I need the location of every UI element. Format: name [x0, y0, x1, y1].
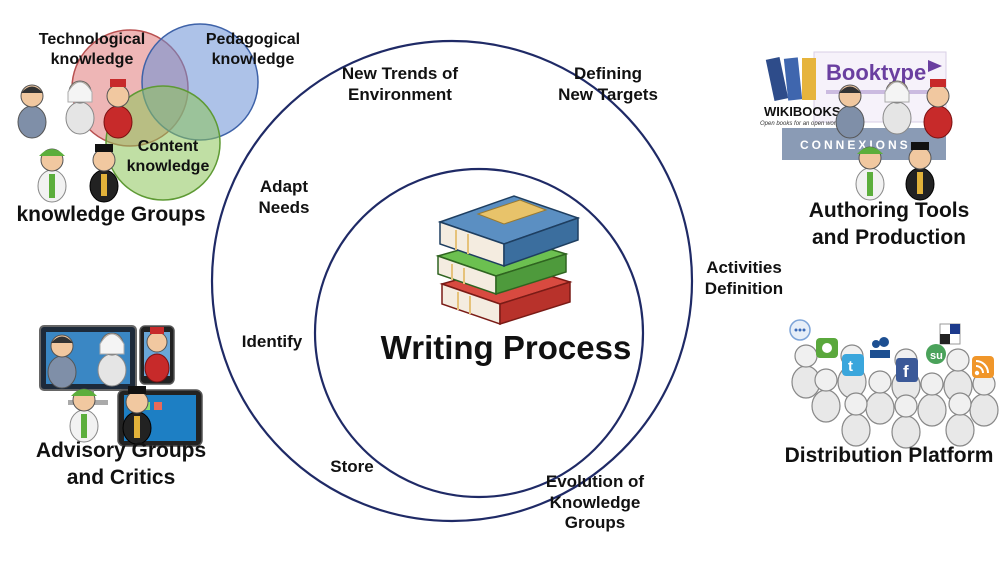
- connexions-logo-text: CONNEXIONS: [800, 138, 911, 152]
- delicious-icon: [939, 323, 961, 345]
- svg-text:t: t: [848, 358, 853, 375]
- message-icon: [816, 338, 838, 358]
- writing-process-title: Writing Process: [380, 329, 632, 366]
- person-icon: [882, 80, 912, 135]
- chat-icon: [789, 319, 811, 341]
- distribution-platform-label: Distribution Platform: [784, 444, 994, 467]
- wikibooks-logo: WIKIBOOKS Open books for an open world: [760, 57, 841, 127]
- person-icon: [47, 334, 77, 389]
- svg-text:su: su: [930, 350, 943, 362]
- booktype-logo-text: Booktype: [826, 60, 926, 85]
- person-icon: [17, 84, 47, 139]
- wikibooks-tagline: Open books for an open world: [760, 121, 841, 127]
- person-icon: [97, 332, 127, 387]
- rss-icon: [972, 356, 994, 378]
- person-icon: [89, 144, 119, 203]
- person-icon: [855, 146, 885, 201]
- stumbleupon-icon: su: [926, 344, 946, 364]
- person-icon: [65, 80, 95, 135]
- facebook-icon: f: [896, 358, 918, 382]
- blue-book: [437, 195, 581, 268]
- book-stack-icon: [435, 195, 581, 326]
- person-icon: [923, 79, 953, 139]
- store-label: Store: [330, 457, 374, 476]
- advisory-devices: [39, 325, 203, 447]
- person-icon: [122, 386, 152, 445]
- outer-ring: [210, 39, 694, 523]
- venn-diagram: [71, 23, 259, 201]
- knowledge-group-people: [17, 79, 133, 203]
- distribution-crowd: t f su: [789, 319, 999, 449]
- person-icon: [69, 388, 99, 443]
- twitter-icon: t: [842, 354, 864, 376]
- inner-ring: [313, 167, 645, 499]
- person-icon: [103, 79, 133, 139]
- person-icon: [144, 327, 170, 383]
- person-icon: [37, 148, 67, 203]
- booktype-logo: [813, 51, 947, 123]
- myspace-icon: [870, 337, 890, 358]
- person-icon: [835, 84, 865, 139]
- authoring-logos: Booktype CONNEXIONS WIKIBOOKS Open books…: [760, 51, 953, 201]
- svg-text:f: f: [903, 362, 909, 381]
- wikibooks-logo-text: WIKIBOOKS: [764, 104, 841, 119]
- person-icon: [905, 142, 935, 201]
- identify-label: Identify: [241, 332, 303, 351]
- knowledge-groups-label: knowledge Groups: [16, 203, 206, 226]
- venn-content-circle: [105, 85, 221, 201]
